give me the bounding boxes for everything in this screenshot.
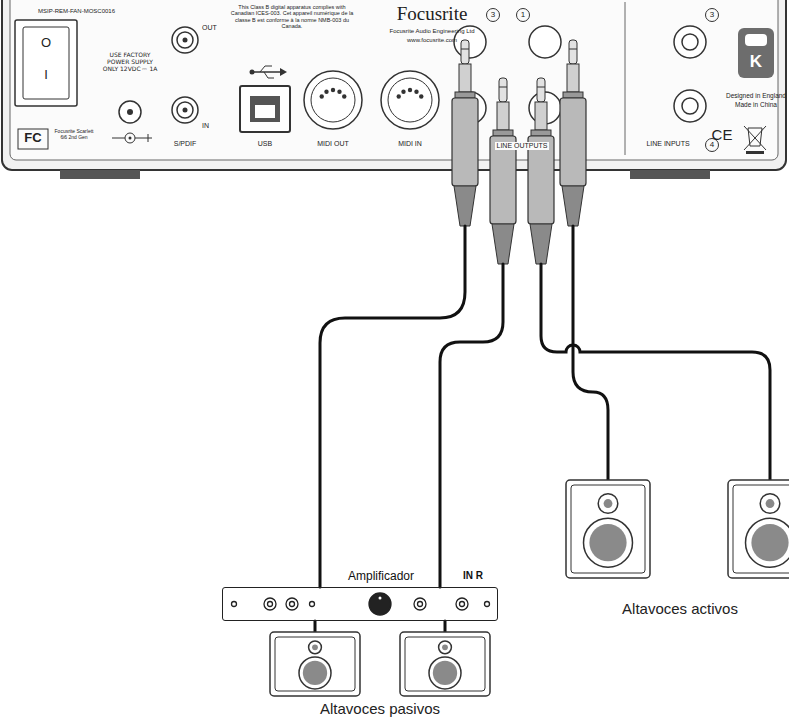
caption-label: Focusrite	[397, 3, 468, 25]
speaker-cabinet	[400, 632, 490, 696]
rear-panel	[2, 0, 786, 179]
midi-pin	[320, 94, 324, 98]
midi-pin	[342, 94, 346, 98]
midi-pin	[331, 88, 335, 92]
panel-label: Designed in England	[726, 92, 786, 99]
speakers	[270, 480, 789, 696]
speaker-cabinet	[728, 480, 789, 578]
callout-number: 1	[516, 8, 530, 22]
input-label: IN R	[463, 570, 483, 581]
speaker-cabinet	[270, 632, 360, 696]
caption-label: CE	[712, 126, 733, 143]
dc-power-jack	[112, 101, 152, 143]
jack-plug	[560, 40, 586, 226]
callout-number: 3	[705, 8, 719, 22]
panel-label: USB	[258, 140, 272, 148]
panel-label: USE FACTORY POWER SUPPLY ONLY 12VDC ⎓ 1A	[99, 52, 161, 73]
midi-pin	[408, 88, 412, 92]
panel-label: www.focusrite.com	[407, 37, 457, 44]
power-switch	[15, 20, 77, 106]
panel-label: Focusrite Audio Engineering Ltd	[389, 28, 474, 35]
midi-pin	[414, 90, 418, 94]
panel-label: MSIP-REM-FAN-MOSC0016	[38, 8, 115, 15]
line-input-jacks	[625, 2, 706, 155]
panel-label: Made in China	[735, 101, 777, 108]
panel-label: This Class B digital apparatus complies …	[226, 4, 358, 29]
panel-label: MIDI IN	[398, 140, 422, 148]
panel-label: IN	[202, 122, 209, 130]
caption-label: Altavoces activos	[622, 600, 738, 617]
jack-plug	[528, 78, 554, 264]
caption-label: K	[750, 52, 762, 72]
panel-label: Focusrite Scarlett 6i6 2nd Gen	[52, 129, 96, 141]
k-badge	[738, 28, 774, 78]
midi-pin	[337, 90, 341, 94]
panel-label: I	[44, 68, 48, 83]
usb-port	[240, 66, 290, 132]
jack-plug	[452, 40, 478, 226]
node-heading: Amplificador	[348, 569, 414, 583]
amplifier-box: AmplificadorIN R	[222, 587, 498, 621]
panel-label: LINE OUTPUTS	[495, 142, 550, 150]
midi-pin	[397, 94, 401, 98]
midi-pin	[401, 90, 405, 94]
amplifier-controls	[232, 593, 490, 615]
fc-logo	[18, 129, 48, 149]
jack-plug	[490, 78, 516, 264]
panel-label: LINE INPUTS	[646, 140, 689, 148]
panel-label: MIDI OUT	[317, 140, 349, 148]
speaker-cabinet	[566, 480, 650, 578]
midi-pin	[419, 94, 423, 98]
panel-label: OUT	[202, 24, 217, 32]
cables	[315, 226, 770, 632]
panel-label: S/PDIF	[174, 140, 197, 148]
midi-pin	[324, 90, 328, 94]
caption-label: Altavoces pasivos	[320, 700, 440, 717]
midi-sockets	[304, 71, 439, 129]
spdif-rca-jacks	[172, 27, 198, 123]
panel-label: FC	[24, 131, 41, 146]
panel-label: O	[41, 36, 51, 51]
jack-plugs	[452, 40, 586, 264]
weee-bin-symbol	[744, 126, 766, 154]
callout-number: 3	[486, 8, 500, 22]
